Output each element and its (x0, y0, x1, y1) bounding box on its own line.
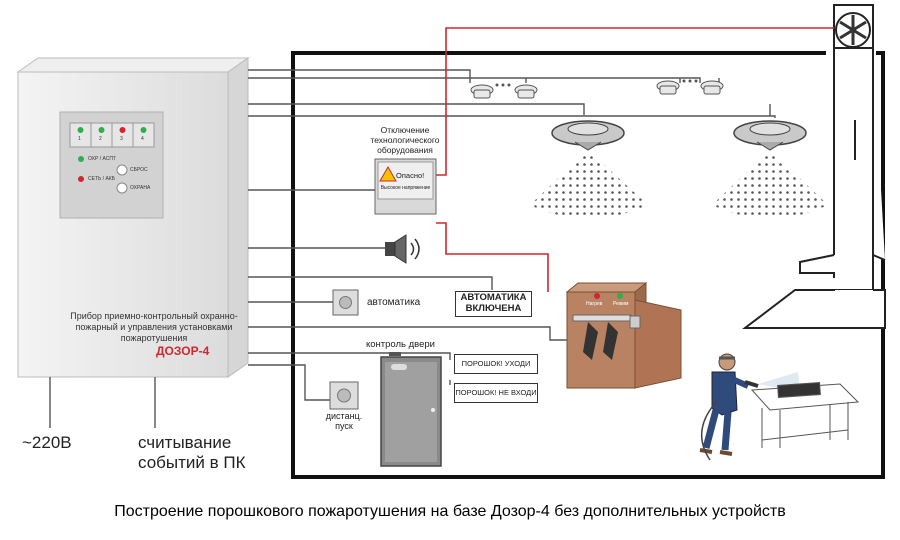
speaker-icon (385, 234, 420, 264)
indicator-ohr-label: ОХР / АСПТ (88, 156, 116, 162)
remote-start-button (329, 381, 359, 410)
signal-lines (49, 69, 776, 428)
powder-leave-sign: ПОРОШОК! УХОДИ (454, 354, 538, 374)
pc-label-line2: событий в ПК (138, 453, 246, 472)
powder-spray-left (530, 150, 648, 219)
work-table (750, 382, 860, 448)
brand-label: ДОЗОР-4 (156, 344, 210, 358)
zone-label-2: 2 (99, 136, 102, 142)
remote-start-label: дистанц. пуск (325, 411, 363, 431)
room-outline (291, 51, 885, 479)
automatics-on-sign: АВТОМАТИКА ВКЛЮЧЕНА (455, 291, 532, 317)
automatics-switch (332, 289, 359, 316)
diagram-caption: Построение порошкового пожаротушения на … (114, 503, 786, 520)
powder-spray-right (712, 150, 828, 219)
zone-label-4: 4 (141, 136, 144, 142)
panel-description: Прибор приемно-контрольный охранно-пожар… (70, 311, 238, 343)
powder-module-left (551, 120, 625, 151)
zone-indicators (69, 122, 155, 148)
reset-button (116, 164, 128, 176)
guard-button-label: ОХРАНА (130, 185, 151, 191)
indicator-set-label: СЕТЬ / АКБ (88, 176, 115, 182)
smoke-detector (470, 84, 494, 99)
warning-icon (379, 165, 397, 182)
door-control-label: контроль двери (366, 339, 435, 350)
automatics-label: автоматика (367, 297, 421, 308)
fan-icon (835, 12, 871, 48)
shutdown-label: Отключение технологического оборудования (370, 125, 440, 155)
guard-button (116, 182, 128, 194)
zone-label-3: 3 (120, 136, 123, 142)
smoke-detectors (470, 80, 724, 99)
reset-button-label: СБРОС (130, 167, 148, 173)
led-ohr (78, 156, 84, 162)
smoke-detector (656, 80, 680, 95)
powder-no-entry-sign: ПОРОШОК! НЕ ВХОДИ (454, 383, 538, 403)
pc-label-line1: считывание (138, 433, 232, 452)
door (380, 352, 442, 467)
power-label: ~220В (22, 433, 72, 452)
control-lines (436, 27, 834, 292)
led-set (78, 176, 84, 182)
exhaust-duct (742, 4, 886, 329)
powder-module-right (733, 120, 807, 151)
cabinet-label-left: Нагрев (586, 301, 603, 307)
voltage-text: Высокое напряжение (380, 185, 431, 191)
worker-figure (699, 353, 759, 461)
cabinet-label-right: Режим (613, 301, 629, 307)
powder-cabinet (565, 281, 682, 390)
zone-label-1: 1 (78, 136, 81, 142)
smoke-detector (700, 80, 724, 95)
smoke-detector (514, 84, 538, 99)
danger-text: Опасно! (396, 171, 425, 180)
